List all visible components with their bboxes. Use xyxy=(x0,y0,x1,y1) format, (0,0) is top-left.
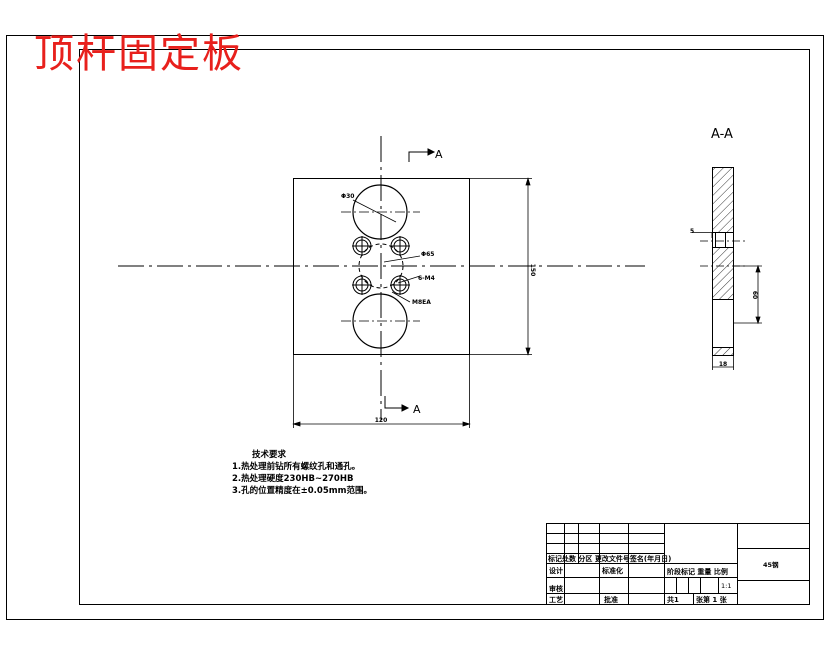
label-pitch-circle: Φ65 xyxy=(421,251,434,258)
tb-sheet-no: 张第 1 张 xyxy=(696,595,728,604)
large-hole-bottom xyxy=(341,293,420,349)
tb-approve: 批准 xyxy=(604,595,618,604)
label-hole-large: Φ30 xyxy=(341,193,354,200)
tb-process: 工艺 xyxy=(549,595,563,604)
dim-thickness: 18 xyxy=(719,361,727,368)
drawing-title: 顶杆固定板 xyxy=(34,31,244,77)
tech-note-2: 2.热处理硬度230HB~270HB xyxy=(232,474,354,484)
dim-side-height: 60 xyxy=(751,291,758,299)
tb-sheets-total: 共1 xyxy=(667,595,679,604)
title-block xyxy=(546,523,810,605)
dim-small-5: 5 xyxy=(690,228,694,235)
section-view xyxy=(700,167,745,356)
tb-material: 45钢 xyxy=(763,560,779,569)
section-arrow-top xyxy=(408,148,436,162)
arrow-top-label: A xyxy=(435,148,443,161)
label-bolt-hole: M8EA xyxy=(412,299,431,306)
large-hole-top xyxy=(341,184,420,240)
tech-note-3: 3.孔的位置精度在±0.05mm范围。 xyxy=(232,486,372,496)
label-thread: 6-M4 xyxy=(418,275,435,282)
section-dims xyxy=(692,232,762,370)
outer-frame xyxy=(6,35,824,620)
arrow-bottom-label: A xyxy=(413,403,421,416)
tb-review: 审核 xyxy=(549,584,563,593)
threaded-holes xyxy=(352,236,410,295)
tb-row-header: 标记处数 分区 更改文件号签名(年月日) xyxy=(547,554,671,563)
tb-design: 设计 xyxy=(549,566,563,575)
tech-notes: 技术要求 1.热处理前钻所有螺纹孔和通孔。 2.热处理硬度230HB~270HB… xyxy=(232,449,372,497)
tb-scale: 1:1 xyxy=(721,582,731,590)
plate-outline xyxy=(293,178,470,355)
dim-width xyxy=(292,355,471,428)
tech-note-1: 1.热处理前钻所有螺纹孔和通孔。 xyxy=(232,462,361,472)
tb-stage: 阶段标记 重量 比例 xyxy=(667,567,728,576)
leader-lines xyxy=(352,199,421,303)
dim-height-label: 150 xyxy=(529,264,536,277)
section-arrow-bottom xyxy=(384,396,410,412)
dim-height xyxy=(470,177,532,356)
tb-standard: 标准化 xyxy=(601,566,623,575)
section-title: A-A xyxy=(711,127,733,142)
dim-width-label: 120 xyxy=(375,417,388,424)
inner-frame xyxy=(79,49,810,605)
tech-notes-heading: 技术要求 xyxy=(252,450,287,460)
